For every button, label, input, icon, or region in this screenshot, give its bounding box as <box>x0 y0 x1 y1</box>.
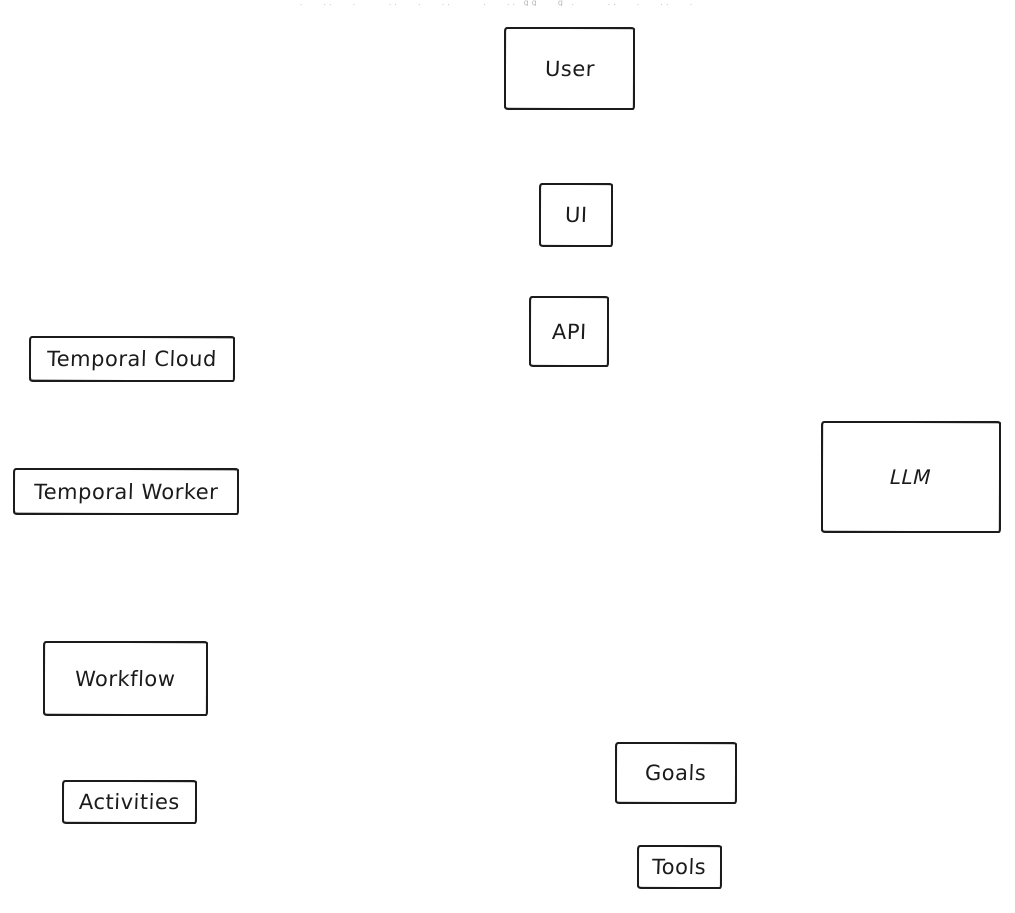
node-ui[interactable]: UI <box>539 183 613 247</box>
node-llm[interactable]: LLM <box>821 421 1001 533</box>
node-llm-label: LLM <box>890 465 932 489</box>
node-temporal-worker-label: Temporal Worker <box>33 479 219 504</box>
node-user-label: User <box>544 56 595 81</box>
node-activities[interactable]: Activities <box>62 780 197 824</box>
node-goals-label: Goals <box>644 761 708 785</box>
node-temporal-worker[interactable]: Temporal Worker <box>13 468 239 515</box>
node-tools-label: Tools <box>651 855 708 879</box>
node-api[interactable]: API <box>529 296 609 367</box>
node-workflow[interactable]: Workflow <box>43 641 208 716</box>
node-goals[interactable]: Goals <box>615 742 737 804</box>
node-temporal-cloud-label: Temporal Cloud <box>46 347 218 371</box>
node-activities-label: Activities <box>78 790 181 814</box>
node-user[interactable]: User <box>504 27 635 110</box>
node-ui-label: UI <box>564 203 588 227</box>
node-tools[interactable]: Tools <box>637 845 722 889</box>
node-api-label: API <box>551 319 587 344</box>
node-temporal-cloud[interactable]: Temporal Cloud <box>29 336 235 382</box>
node-workflow-label: Workflow <box>74 666 177 691</box>
clipped-top-text: . _ .. _ . _ _ .. _ . _ .. _ _ . _ .. gg… <box>299 0 696 6</box>
